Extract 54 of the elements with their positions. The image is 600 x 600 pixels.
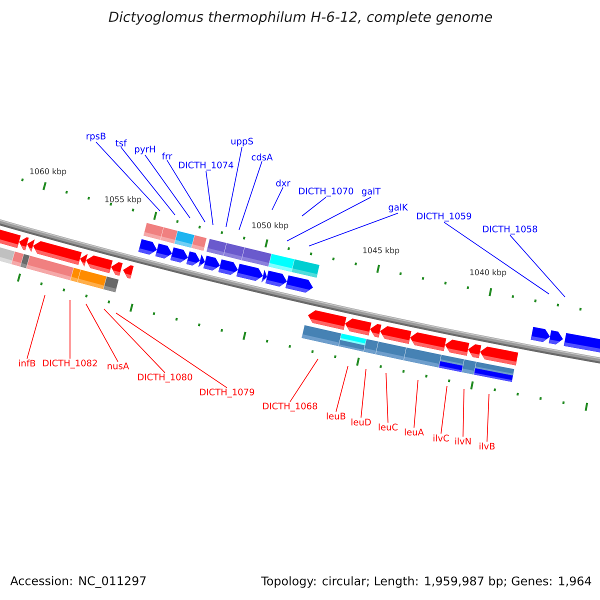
leader-line [290, 358, 318, 402]
gene-label: DICTH_1082 [43, 360, 97, 368]
leader-line [86, 304, 118, 362]
title: Dictyoglomus thermophilum H-6-12, complete genome [108, 11, 492, 25]
gene-label: DICTH_1070 [299, 188, 354, 196]
gene-label: DICTH_1079 [200, 388, 254, 398]
leader-line [116, 312, 228, 388]
leader-line [238, 160, 262, 230]
leader-line [226, 146, 242, 228]
leader-line [444, 222, 550, 294]
gene-label: ilvN [455, 438, 471, 444]
gene-label: tsf [116, 140, 127, 146]
leader-line [360, 368, 366, 418]
leader-line [120, 146, 176, 216]
leader-line [96, 142, 160, 212]
leader-line [308, 212, 398, 246]
gene-label: galK [388, 204, 408, 212]
leader-line [206, 170, 214, 226]
leader-line [26, 294, 46, 360]
gene-label: leuA [404, 428, 424, 436]
gene-label: DICTH_1068 [263, 402, 318, 412]
leader-line [386, 372, 388, 424]
gene-label: ilvC [434, 434, 449, 442]
gene-label: DICTH_1080 [138, 374, 192, 382]
leader-line [440, 386, 448, 434]
gene-label: infB [19, 360, 36, 366]
gene-label: rpsB [86, 132, 106, 142]
leader-line [166, 160, 206, 222]
gene-label: leuC [378, 424, 398, 430]
leader-line [510, 234, 566, 298]
gene-label: cdsA [252, 154, 273, 160]
gene-label: leuB [326, 412, 346, 420]
gene-label: uppS [231, 138, 253, 146]
leader-line [272, 186, 284, 210]
leader-line [302, 196, 326, 216]
gene-label: leuD [352, 418, 371, 426]
footer-text: Accession: NC_011297 [10, 576, 146, 588]
gene-label: DICTH_1059 [417, 212, 472, 222]
gene-label: DICTH_1074 [179, 162, 234, 170]
leader-line [144, 154, 190, 218]
leader-line [462, 388, 464, 438]
gene-label: ilvB [480, 442, 495, 450]
leader-line [104, 308, 166, 374]
leader-line [286, 196, 372, 242]
leader-line [486, 394, 490, 442]
leader-line [414, 380, 418, 428]
gene-label: nusA [108, 362, 130, 370]
gene-label: pyrH [135, 146, 155, 154]
footer-text: Topology: circular; Length: 1,959,987 bp; Genes: 1,964 [261, 576, 592, 588]
leader-line [336, 366, 348, 412]
gene-label: DICTH_1058 [483, 226, 538, 234]
gene-label: galT [362, 188, 381, 196]
gene-label: dxr [276, 180, 290, 186]
gene-label: frr [162, 152, 172, 160]
